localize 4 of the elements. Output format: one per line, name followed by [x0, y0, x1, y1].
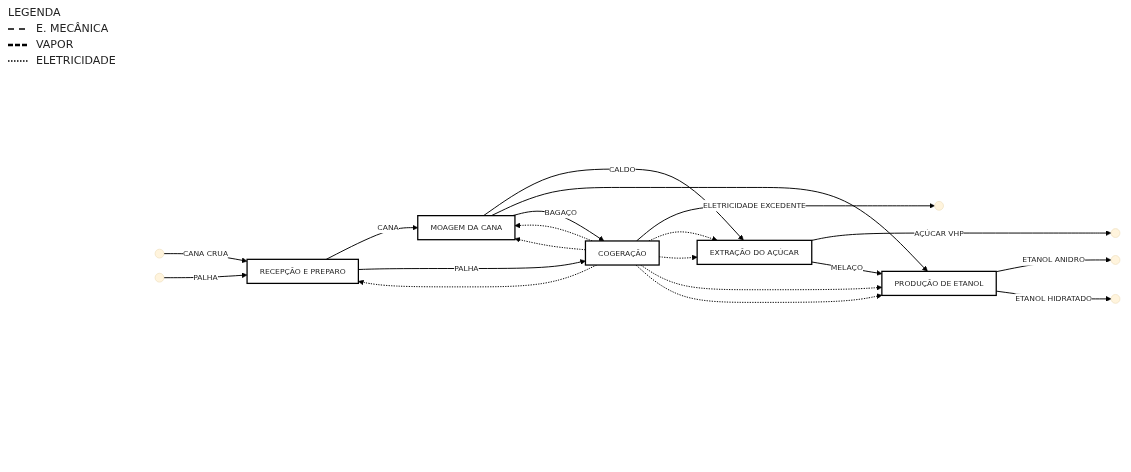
legend-label: ELETRICIDADE — [36, 54, 116, 67]
legend-label: VAPOR — [36, 38, 74, 51]
legend-label: E. MECÂNICA — [36, 22, 109, 35]
legend-title: LEGENDA — [8, 6, 62, 19]
